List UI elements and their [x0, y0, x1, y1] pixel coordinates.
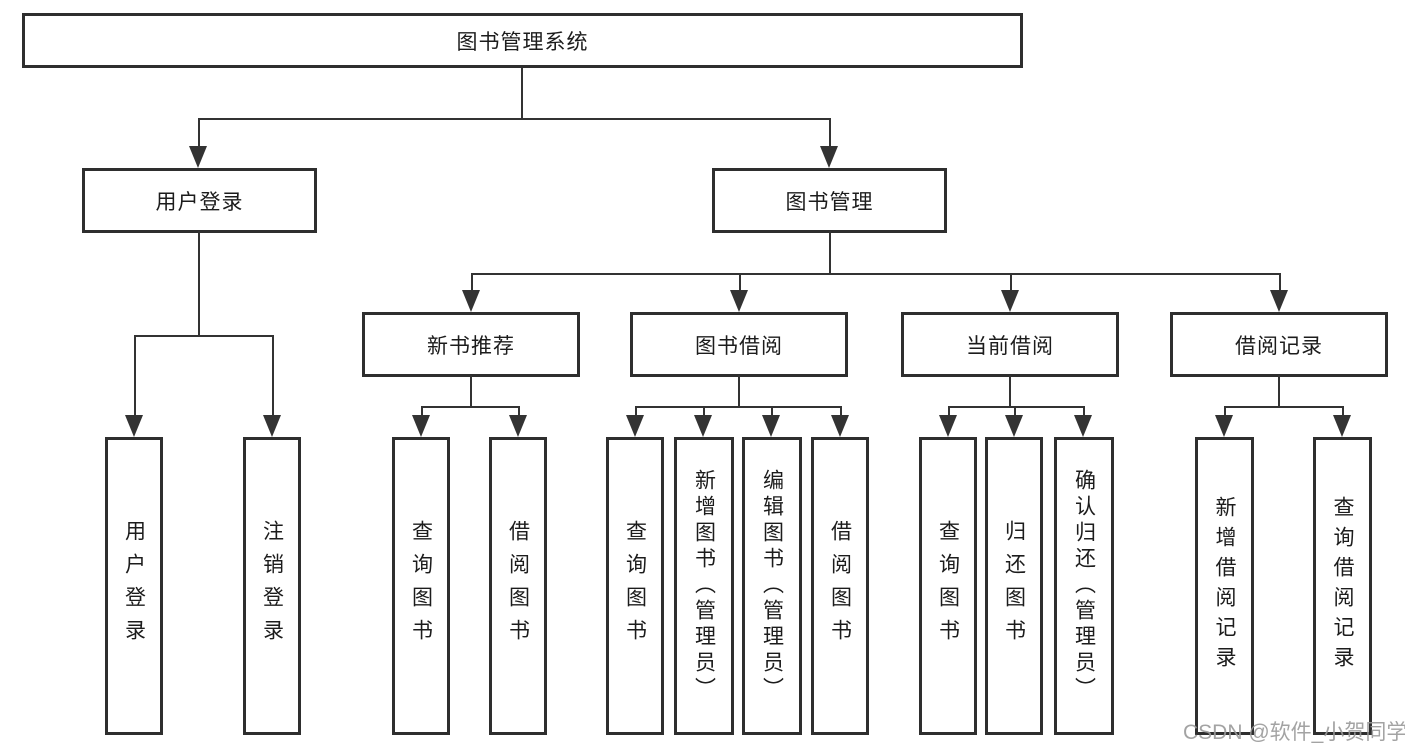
leaf-return-books: 归还图书 — [985, 437, 1043, 735]
leaf-borrow-books-1-label: 借阅图书 — [506, 520, 530, 652]
connector-current-borrow-stem — [1009, 375, 1011, 408]
arrow-down-icon — [762, 415, 780, 437]
node-borrowing-records-label: 借阅记录 — [1235, 334, 1323, 358]
node-book-management: 图书管理 — [712, 168, 947, 233]
arrow-down-icon — [263, 415, 281, 437]
node-user-login-label: 用户登录 — [155, 190, 244, 214]
connector-stem — [421, 408, 423, 416]
arrow-down-icon — [189, 146, 207, 168]
leaf-logout: 注销登录 — [243, 437, 301, 735]
connector-stem — [134, 337, 136, 417]
arrow-down-icon — [626, 415, 644, 437]
arrow-down-icon — [1005, 415, 1023, 437]
connector-user-login-splitter — [134, 335, 274, 337]
node-user-login: 用户登录 — [82, 168, 317, 233]
connector-stem — [829, 120, 831, 148]
node-new-book-recommend: 新书推荐 — [362, 312, 580, 377]
leaf-add-books-admin: 新增图书（管理员） — [674, 437, 734, 735]
arrow-down-icon — [694, 415, 712, 437]
arrow-down-icon — [831, 415, 849, 437]
connector-stem — [840, 408, 842, 416]
node-root-library-system: 图书管理系统 — [22, 13, 1023, 68]
csdn-watermark: CSDN @软件_小贺同学 — [1183, 721, 1405, 744]
arrow-down-icon — [820, 146, 838, 168]
leaf-query-borrow-record: 查询借阅记录 — [1313, 437, 1372, 735]
leaf-confirm-return-admin-label: 确认归还（管理员） — [1072, 469, 1096, 703]
node-book-management-label: 图书管理 — [785, 190, 874, 214]
connector-records-splitter — [1224, 406, 1344, 408]
node-borrowing-records: 借阅记录 — [1170, 312, 1388, 377]
connector-new-book-splitter — [421, 406, 520, 408]
connector-current-borrow-splitter — [948, 406, 1085, 408]
node-book-borrowing: 图书借阅 — [630, 312, 848, 377]
node-root-label: 图书管理系统 — [456, 30, 589, 54]
arrow-down-icon — [412, 415, 430, 437]
leaf-user-login: 用户登录 — [105, 437, 163, 735]
connector-stem — [1083, 408, 1085, 416]
arrow-down-icon — [939, 415, 957, 437]
node-current-borrowing-label: 当前借阅 — [966, 334, 1054, 358]
connector-level1-splitter — [198, 118, 831, 120]
node-book-borrowing-label: 图书借阅 — [695, 334, 783, 358]
arrow-down-icon — [1001, 290, 1019, 312]
connector-level2-splitter — [471, 273, 1281, 275]
connector-root-stem — [521, 68, 523, 118]
arrow-down-icon — [509, 415, 527, 437]
leaf-borrow-books-2-label: 借阅图书 — [828, 520, 852, 652]
arrow-down-icon — [1074, 415, 1092, 437]
leaf-edit-books-admin-label: 编辑图书（管理员） — [760, 469, 784, 703]
leaf-query-books-3: 查询图书 — [919, 437, 977, 735]
leaf-add-borrow-record-label: 新增借阅记录 — [1213, 496, 1236, 676]
arrow-down-icon — [730, 290, 748, 312]
leaf-query-books-2: 查询图书 — [606, 437, 664, 735]
node-current-borrowing: 当前借阅 — [901, 312, 1119, 377]
leaf-return-books-label: 归还图书 — [1002, 520, 1026, 652]
connector-new-book-stem — [470, 375, 472, 408]
arrow-down-icon — [1270, 290, 1288, 312]
connector-stem — [471, 275, 473, 292]
arrow-down-icon — [1215, 415, 1233, 437]
leaf-borrow-books-2: 借阅图书 — [811, 437, 869, 735]
connector-stem — [1279, 275, 1281, 292]
connector-stem — [771, 408, 773, 416]
connector-stem — [635, 408, 637, 416]
node-new-book-recommend-label: 新书推荐 — [427, 334, 515, 358]
connector-stem — [1010, 275, 1012, 292]
connector-user-login-stem — [198, 231, 200, 337]
leaf-add-borrow-record: 新增借阅记录 — [1195, 437, 1254, 735]
connector-stem — [703, 408, 705, 416]
leaf-edit-books-admin: 编辑图书（管理员） — [742, 437, 802, 735]
arrow-down-icon — [125, 415, 143, 437]
leaf-user-login-label: 用户登录 — [122, 520, 146, 652]
leaf-query-books-2-label: 查询图书 — [623, 520, 647, 652]
leaf-add-books-admin-label: 新增图书（管理员） — [692, 469, 716, 703]
leaf-logout-label: 注销登录 — [260, 520, 284, 652]
connector-stem — [1224, 408, 1226, 416]
leaf-query-books-1-label: 查询图书 — [409, 520, 433, 652]
connector-stem — [1342, 408, 1344, 416]
arrow-down-icon — [462, 290, 480, 312]
leaf-query-borrow-record-label: 查询借阅记录 — [1331, 496, 1354, 676]
connector-records-stem — [1278, 375, 1280, 408]
connector-stem — [198, 120, 200, 148]
connector-stem — [1014, 408, 1016, 416]
arrow-down-icon — [1333, 415, 1351, 437]
connector-book-borrow-splitter — [635, 406, 842, 408]
leaf-confirm-return-admin: 确认归还（管理员） — [1054, 437, 1114, 735]
connector-stem — [739, 275, 741, 292]
leaf-borrow-books-1: 借阅图书 — [489, 437, 547, 735]
connector-book-borrow-stem — [738, 375, 740, 408]
leaf-query-books-1: 查询图书 — [392, 437, 450, 735]
connector-stem — [518, 408, 520, 416]
connector-stem — [272, 337, 274, 417]
connector-book-mgmt-stem — [829, 231, 831, 275]
connector-stem — [948, 408, 950, 416]
leaf-query-books-3-label: 查询图书 — [936, 520, 960, 652]
